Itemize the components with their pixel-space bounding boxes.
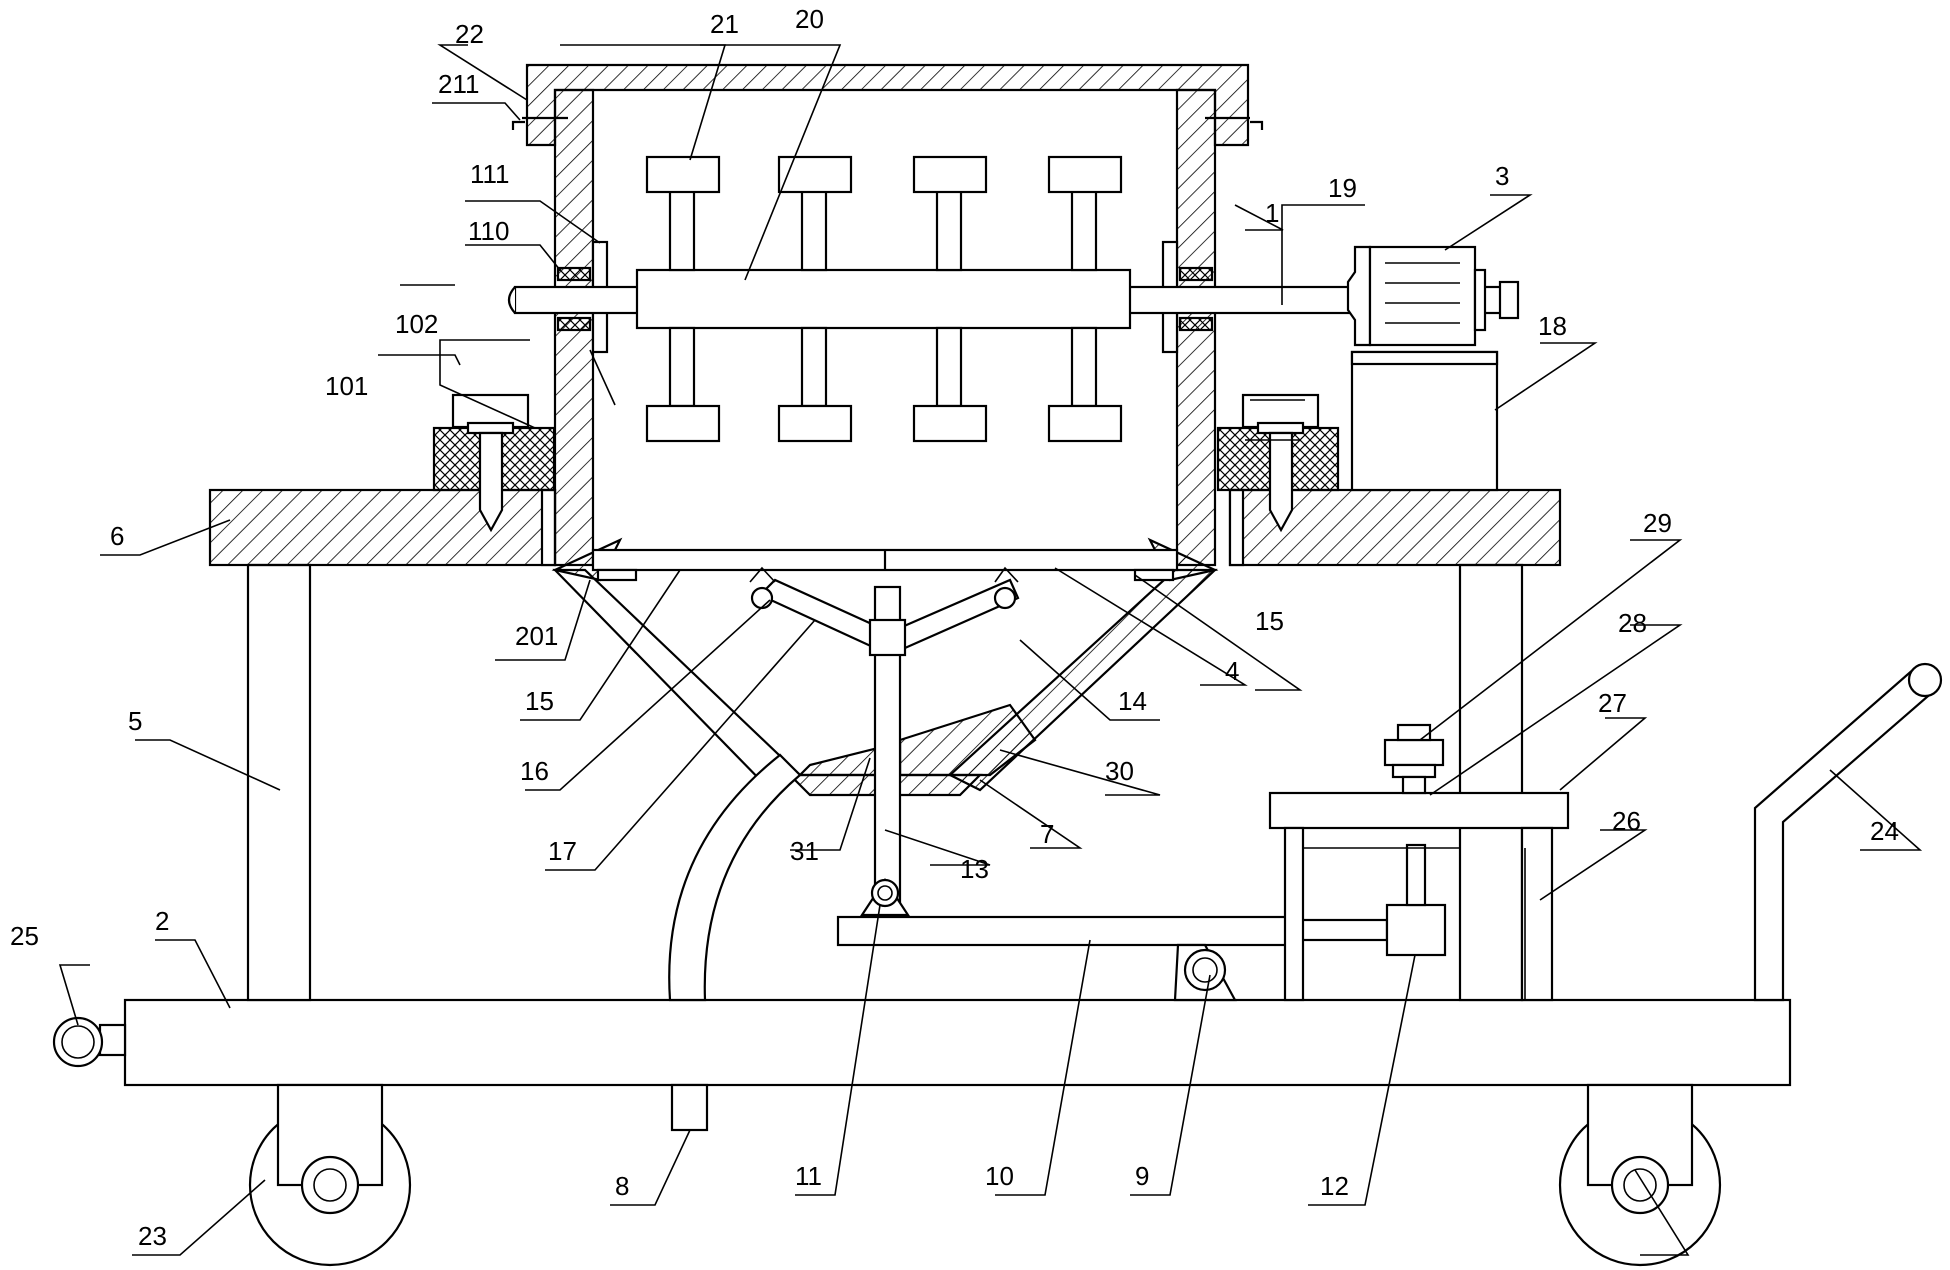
motor-bracket [1352,352,1497,490]
discharge-hose [669,755,800,1000]
label-9: 9 [1135,1161,1149,1191]
right-leg [1460,565,1522,1000]
label-14: 14 [1118,686,1147,716]
label-4: 4 [1225,656,1239,686]
label-28: 28 [1618,608,1647,638]
label-20: 20 [795,4,824,34]
label-201: 201 [515,621,558,651]
label-15-right: 15 [1255,606,1284,636]
right-wheel [1560,1085,1720,1265]
label-16: 16 [520,756,549,786]
push-handle [1755,664,1941,1000]
left-leg [248,565,310,1000]
left-wheel [250,1085,410,1265]
stirrer-hub [637,157,1130,441]
motor [1348,247,1485,345]
label-1: 1 [1265,198,1279,228]
label-18: 18 [1538,311,1567,341]
label-31: 31 [790,836,819,866]
label-23: 23 [138,1221,167,1251]
base-frame [54,1000,1790,1085]
label-13: 13 [960,854,989,884]
lever-assembly [838,845,1445,1000]
label-29: 29 [1643,508,1672,538]
label-10: 10 [985,1161,1014,1191]
funnel-bottom [790,705,1035,795]
label-27: 27 [1598,688,1627,718]
label-110: 110 [468,216,509,246]
label-17: 17 [548,836,577,866]
label-19: 19 [1328,173,1357,203]
label-111: 111 [470,159,510,189]
label-25: 25 [10,921,39,951]
label-5: 5 [128,706,142,736]
label-6: 6 [110,521,124,551]
label-8: 8 [615,1171,629,1201]
label-7: 7 [1040,819,1054,849]
label-101: 101 [325,371,368,401]
label-15-left: 15 [525,686,554,716]
label-26: 26 [1612,806,1641,836]
lid [513,65,1262,145]
label-12: 12 [1320,1171,1349,1201]
label-24: 24 [1870,816,1899,846]
label-102: 102 [395,309,438,339]
label-22: 22 [455,19,484,49]
label-11: 11 [795,1161,822,1191]
label-30: 30 [1105,756,1134,786]
label-21: 21 [710,9,739,39]
label-211: 211 [438,69,479,99]
label-3: 3 [1495,161,1509,191]
outlet-spout [672,1085,707,1130]
label-2: 2 [155,906,169,936]
